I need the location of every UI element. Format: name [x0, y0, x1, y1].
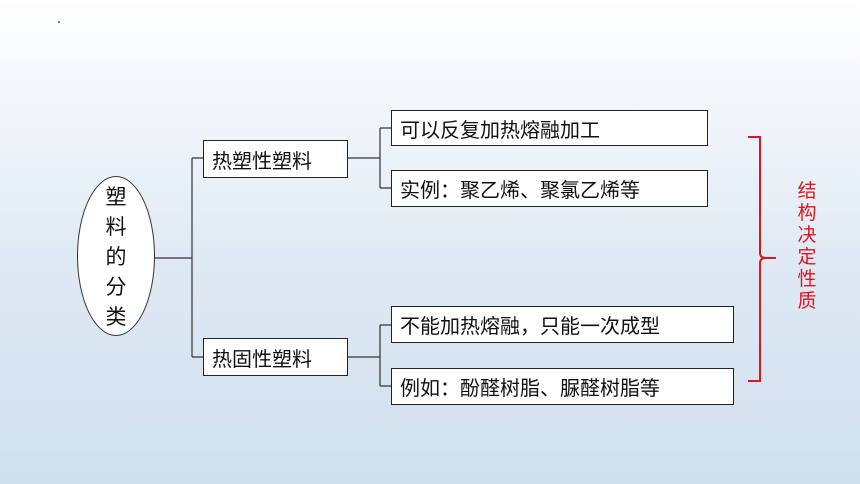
leaf-box: 例如：酚醛树脂、脲醛树脂等 — [391, 368, 734, 405]
root-node: 塑 料 的 分 类 — [77, 176, 155, 336]
side-note-char: 决 — [797, 224, 817, 246]
red-bracket — [748, 136, 776, 382]
leaf-box: 不能加热熔融，只能一次成型 — [391, 306, 734, 343]
root-connector — [155, 157, 203, 358]
branch-thermoplastic: 热塑性塑料 — [203, 140, 348, 178]
leaf-box: 实例：聚乙烯、聚氯乙烯等 — [391, 170, 708, 207]
root-char: 塑 — [105, 185, 127, 209]
side-note-char: 质 — [797, 290, 817, 312]
root-char: 的 — [105, 245, 127, 269]
root-char: 料 — [105, 215, 127, 239]
side-note-char: 构 — [797, 202, 817, 224]
branch1-connector — [348, 127, 391, 189]
root-char: 类 — [105, 305, 127, 329]
side-note: 结 构 决 定 性 质 — [794, 180, 820, 312]
root-char: 分 — [105, 275, 127, 299]
side-note-char: 结 — [797, 180, 817, 202]
branch2-connector — [348, 324, 391, 387]
decorative-dot — [58, 21, 60, 23]
side-note-char: 定 — [797, 246, 817, 268]
leaf-box: 可以反复加热熔融加工 — [391, 110, 708, 146]
side-note-char: 性 — [797, 268, 817, 290]
branch-thermoset: 热固性塑料 — [203, 338, 348, 376]
